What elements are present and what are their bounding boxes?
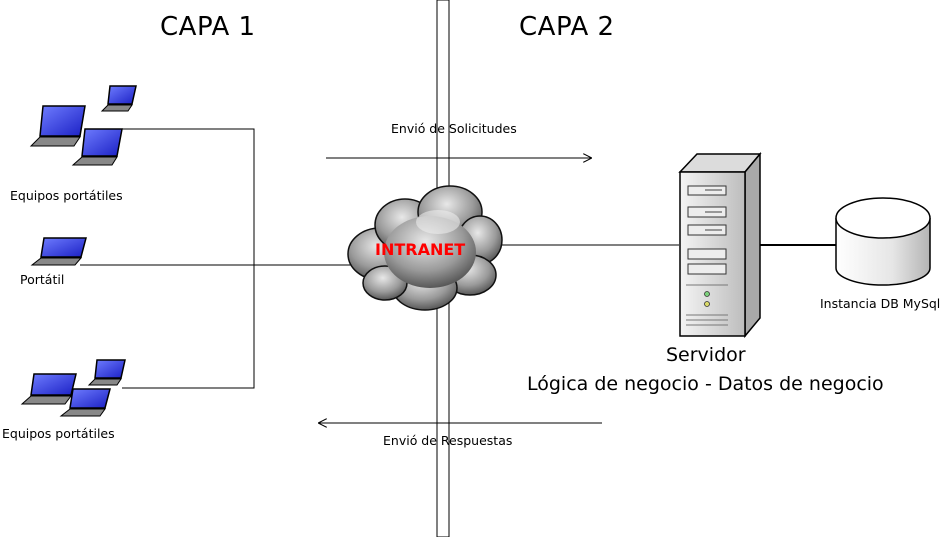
- laptop-group-bottom: [20, 359, 126, 417]
- laptop-single-label: Portátil: [20, 272, 65, 287]
- client-connectors: [80, 128, 355, 389]
- server-subtitle: Lógica de negocio - Datos de negocio: [527, 373, 884, 395]
- response-label: Envió de Respuestas: [383, 433, 513, 448]
- database-label: Instancia DB MySql: [820, 296, 941, 311]
- cloud-label: INTRANET: [375, 240, 466, 259]
- laptop-icon: [87, 359, 126, 386]
- database-cylinder-icon: [835, 197, 931, 286]
- request-label: Envió de Solicitudes: [391, 121, 517, 136]
- laptop-group-bottom-label: Equipos portátiles: [2, 426, 115, 441]
- layer1-title: CAPA 1: [160, 12, 256, 42]
- laptop-group-top-label: Equipos portátiles: [10, 188, 123, 203]
- laptop-icon: [30, 237, 87, 266]
- laptop-icon: [71, 128, 123, 166]
- layer2-title: CAPA 2: [519, 12, 615, 42]
- server-tower-icon: [678, 151, 762, 339]
- laptop-icon: [29, 105, 86, 147]
- laptop-group-top: [29, 85, 137, 166]
- server-title: Servidor: [666, 344, 746, 366]
- laptop-icon: [59, 388, 111, 417]
- laptop-single: [30, 237, 87, 266]
- cloud-icon: [347, 185, 503, 311]
- laptop-icon: [20, 373, 77, 405]
- laptop-icon: [100, 85, 137, 112]
